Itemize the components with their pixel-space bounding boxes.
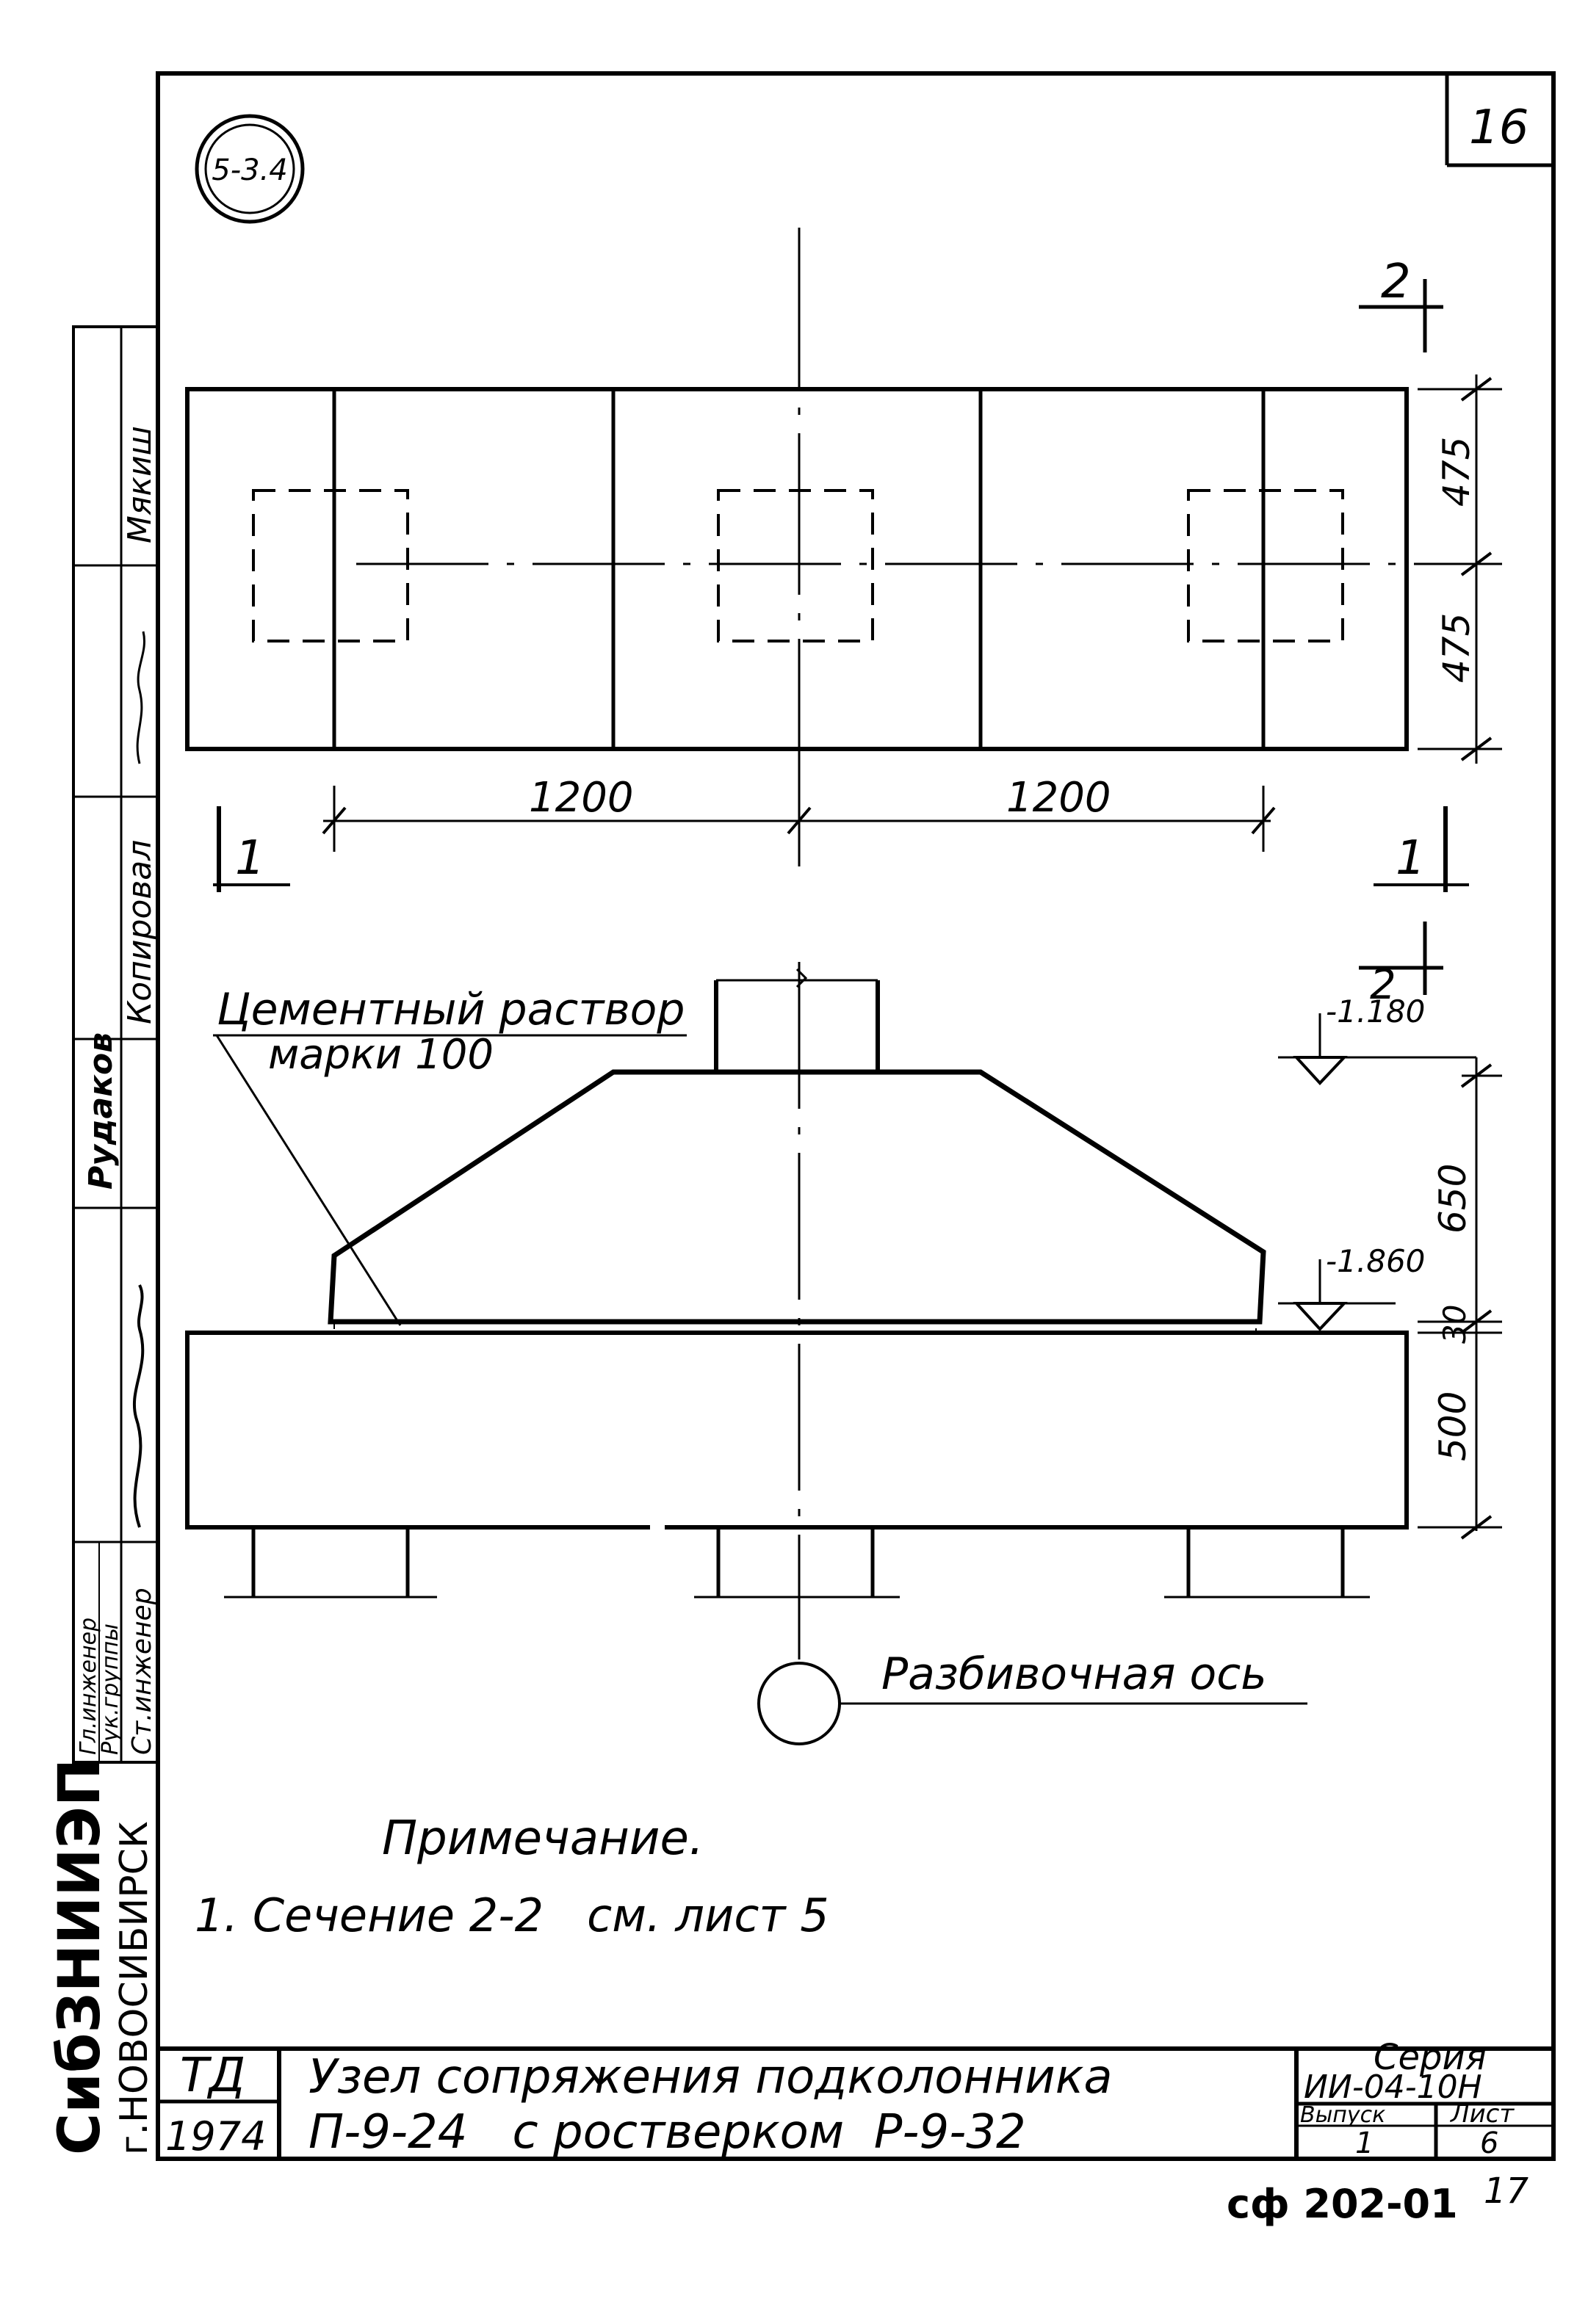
dim-vert-tick-mid [1460, 551, 1493, 576]
dim-tick-mid [787, 806, 812, 835]
title-block-year: 1974 [165, 2113, 266, 2160]
dim-vert-tick-top [1460, 377, 1493, 402]
sheet-frame [156, 71, 1556, 2161]
side-stamp-role-2: Рук.группы [98, 1623, 123, 1755]
side-stamp-role-3: Ст.инженер [127, 1588, 157, 1755]
level-mark-top [1293, 1056, 1348, 1085]
dim-label-right-1200: 1200 [1006, 774, 1111, 822]
section-2-label: 2 [1370, 961, 1396, 1009]
organization-name: СибЗНИИЭП [47, 1759, 113, 2155]
circle-mark-inner [204, 123, 295, 214]
pile-outline-middle [717, 489, 874, 642]
side-stamp-frame [72, 325, 159, 1764]
mortar-callout-line2: марки 100 [268, 1031, 494, 1079]
title-block-sheet-label: Лист [1449, 2099, 1515, 2129]
mortar-callout-line1: Цементный раствор [217, 984, 685, 1035]
title-block-title-line1: Узел сопряжения подколонника [308, 2050, 1113, 2104]
dim-label-bottom-475: 475 [1435, 613, 1478, 683]
title-block-sheet-value: 6 [1480, 2126, 1498, 2160]
side-stamp-name-mid: Рудаков [82, 1032, 120, 1190]
title-block-series-label: Серия [1374, 2037, 1487, 2078]
level-bottom-label: -1.860 [1326, 1243, 1425, 1279]
dim-tick-left [322, 806, 347, 835]
title-block-td: ТД [180, 2049, 245, 2103]
section-1-left-label: 1 [235, 831, 265, 886]
dim-tick-right [1251, 806, 1276, 835]
section-view: Разбивочная ось Цементный раствор марки … [185, 922, 1502, 1745]
title-block-series-value: ИИ-04-10Н [1304, 2068, 1482, 2106]
plan-view: 1200 1200 475 475 2 1 1 [185, 228, 1502, 892]
dim-label-left-1200: 1200 [529, 774, 634, 822]
signature-bottom [132, 1284, 145, 1528]
pile-outline-left [252, 489, 409, 642]
section-dim-650: 650 [1432, 1164, 1474, 1234]
level-mark-bottom [1293, 1302, 1348, 1331]
dim-vert-tick-bottom [1460, 736, 1493, 761]
title-block-issue-label: Выпуск [1300, 2102, 1385, 2128]
section-2-top-label: 2 [1381, 255, 1411, 309]
side-stamp-role-1: Гл.инженер [76, 1618, 101, 1755]
corner-number: 16 [1469, 101, 1529, 155]
axis-label: Разбивочная ось [881, 1648, 1267, 1700]
bottom-code: сф 202-01 [1227, 2181, 1458, 2227]
note-title: Примечание. [382, 1811, 704, 1866]
level-top-label: -1.180 [1326, 993, 1425, 1029]
grillage-beam [185, 1331, 1409, 1530]
circle-mark-outer [195, 114, 305, 224]
circle-mark-label: 5-3.4 [212, 153, 288, 187]
dim-label-top-475: 475 [1435, 437, 1478, 507]
section-dim-tick-2 [1460, 1309, 1493, 1334]
axis-bubble [757, 1662, 841, 1745]
title-block: ТД 1974 Узел сопряжения подколонника П-9… [158, 2037, 1553, 2160]
mortar-leader [215, 1035, 402, 1326]
title-block-issue-value: 1 [1355, 2126, 1374, 2160]
section-1-right-label: 1 [1396, 831, 1426, 886]
note-item-1: 1. Сечение 2-2 см. лист 5 [195, 1889, 829, 1942]
bottom-page: 17 [1484, 2171, 1529, 2212]
side-stamp-copied: Копировал [121, 840, 159, 1024]
side-stamp-name-top: Мякиш [121, 426, 159, 543]
section-dim-500: 500 [1432, 1391, 1474, 1461]
organization-city: г.НОВОСИБИРСК [112, 1821, 156, 2155]
section-dim-tick-3 [1460, 1515, 1493, 1540]
pedestal-outline [328, 1069, 1266, 1325]
signature-top [136, 631, 145, 764]
pile-outline-right [1187, 489, 1344, 642]
side-stamp: Мякиш Копировал Рудаков Гл.инженер Рук.г… [72, 325, 159, 1764]
section-dim-tick-1 [1460, 1063, 1493, 1088]
section-dim-30: 30 [1437, 1305, 1473, 1344]
plan-outline [185, 387, 1409, 751]
title-block-title-line2: П-9-24 с ростверком Р-9-32 [308, 2105, 1026, 2160]
